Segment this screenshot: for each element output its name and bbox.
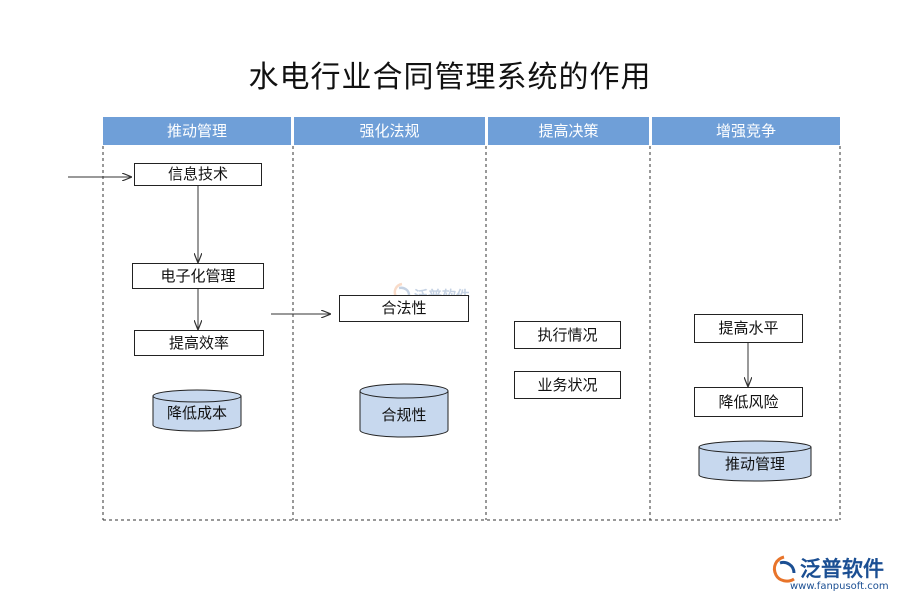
cylinder-promote-management bbox=[698, 440, 812, 482]
cylinder-reduce-cost bbox=[152, 389, 242, 432]
lane-header-2: 强化法规 bbox=[294, 117, 485, 145]
fanpu-logo-icon bbox=[772, 555, 796, 583]
cylinder-label-reduce-cost: 降低成本 bbox=[166, 404, 227, 422]
cylinder-label-promote-management: 推动管理 bbox=[724, 455, 785, 473]
box-legality: 合法性 bbox=[339, 295, 469, 322]
box-electronic-management: 电子化管理 bbox=[132, 263, 264, 289]
box-reduce-risk: 降低风险 bbox=[694, 387, 803, 417]
lane-header-3: 提高决策 bbox=[488, 117, 649, 145]
lane-header-1: 推动管理 bbox=[103, 117, 291, 145]
box-information-technology: 信息技术 bbox=[134, 163, 262, 186]
footer-url: www.fanpusoft.com bbox=[790, 581, 889, 592]
box-execution-status: 执行情况 bbox=[514, 321, 621, 349]
cylinder-compliance bbox=[359, 383, 449, 438]
cylinder-label-compliance: 合规性 bbox=[381, 406, 427, 424]
footer-brand: 泛普软件 bbox=[800, 557, 884, 581]
diagram-title: 水电行业合同管理系统的作用 bbox=[248, 60, 652, 95]
box-raise-level: 提高水平 bbox=[694, 314, 803, 343]
lane-header-4: 增强竞争 bbox=[652, 117, 840, 145]
box-improve-efficiency: 提高效率 bbox=[134, 330, 264, 356]
lane-borders bbox=[102, 146, 841, 521]
box-business-status: 业务状况 bbox=[514, 371, 621, 399]
